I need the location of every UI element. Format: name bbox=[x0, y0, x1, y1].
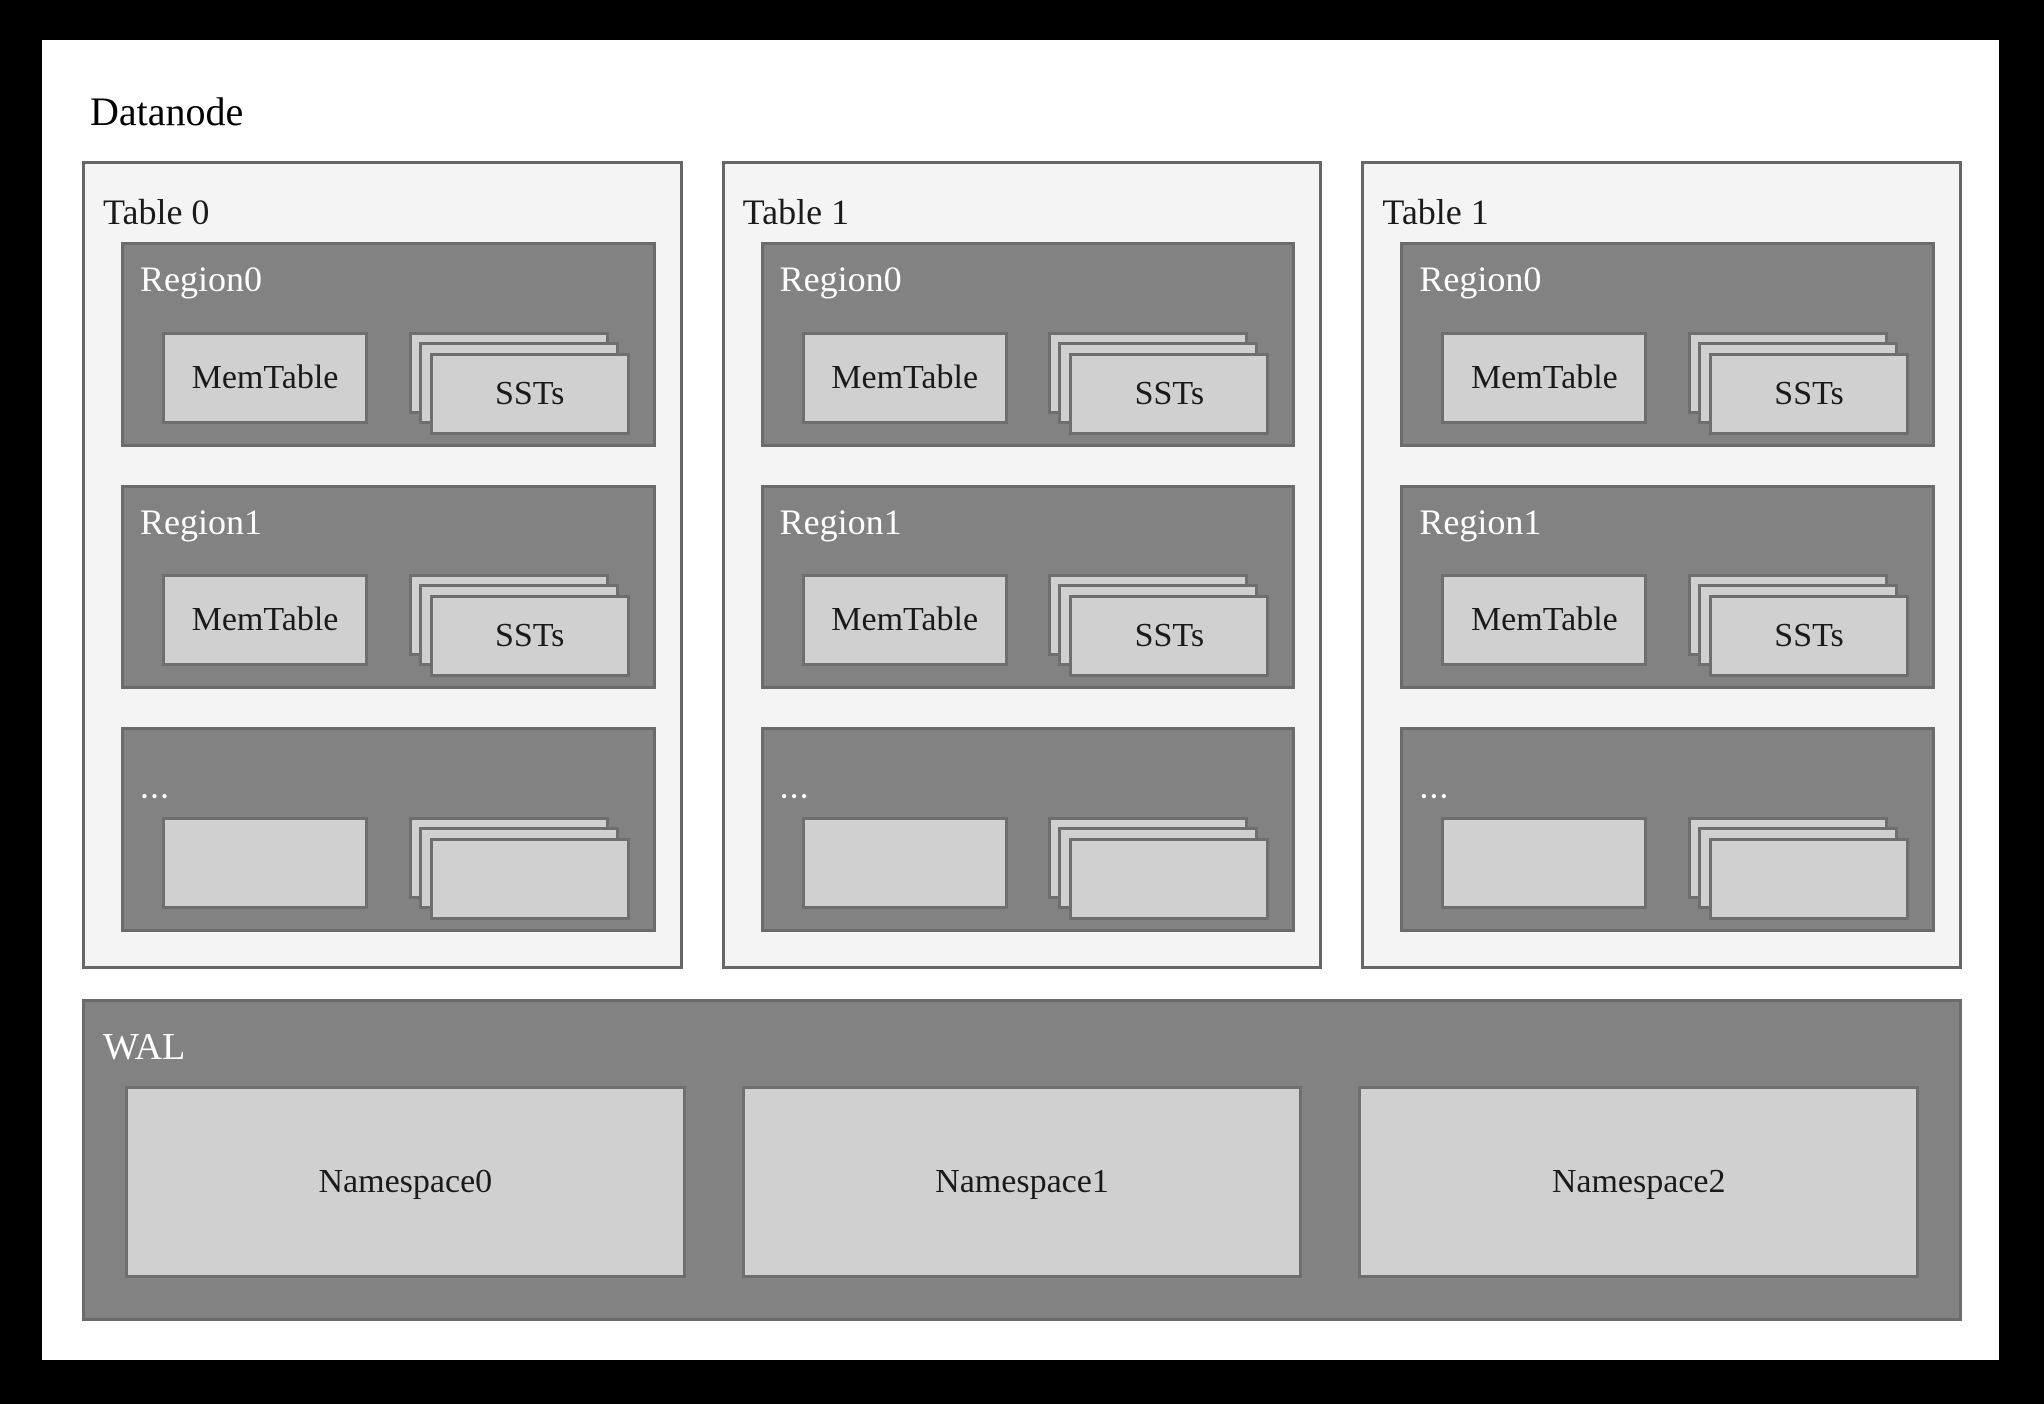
region-title: Region1 bbox=[779, 501, 902, 542]
memtable-box[interactable]: MemTable bbox=[162, 331, 368, 424]
ssts-box bbox=[1069, 838, 1270, 921]
memtable-box[interactable] bbox=[801, 817, 1008, 910]
region-title: Region0 bbox=[1419, 259, 1542, 299]
ssts-stack[interactable] bbox=[1048, 817, 1270, 921]
ssts-stack[interactable]: SSTs bbox=[1688, 331, 1910, 436]
region-title: Region1 bbox=[1419, 501, 1542, 542]
namespace-box[interactable]: Namespace0 bbox=[125, 1086, 686, 1278]
namespace-box[interactable]: Namespace2 bbox=[1358, 1086, 1920, 1278]
memtable-box[interactable] bbox=[1441, 817, 1648, 910]
region-title: Region0 bbox=[779, 259, 902, 299]
wal-title: WAL bbox=[103, 1026, 186, 1068]
region-panel-more[interactable]: ... bbox=[760, 727, 1296, 933]
memtable-box[interactable]: MemTable bbox=[1441, 574, 1648, 667]
region-ellipsis-label: ... bbox=[779, 766, 810, 807]
region-body: MemTable SSTs bbox=[801, 574, 1271, 678]
ssts-box: SSTs bbox=[1709, 595, 1910, 678]
region-body: MemTable SSTs bbox=[1441, 574, 1910, 678]
region-body: MemTable SSTs bbox=[162, 574, 631, 678]
ssts-box: SSTs bbox=[429, 595, 630, 678]
ssts-stack[interactable] bbox=[1688, 817, 1910, 921]
page-title: Datanode bbox=[90, 89, 244, 134]
memtable-box[interactable]: MemTable bbox=[801, 331, 1008, 424]
region-body: MemTable SSTs bbox=[162, 331, 631, 435]
region-ellipsis-label: ... bbox=[140, 766, 170, 807]
ssts-box: SSTs bbox=[1069, 595, 1270, 678]
ssts-box bbox=[1709, 838, 1910, 921]
region-title: Region1 bbox=[140, 501, 262, 542]
ssts-stack[interactable] bbox=[408, 817, 631, 921]
region-ellipsis-label: ... bbox=[1419, 766, 1450, 807]
ssts-stack[interactable]: SSTs bbox=[408, 331, 631, 436]
ssts-box: SSTs bbox=[1709, 352, 1910, 435]
namespaces-row: Namespace0 Namespace1 Namespace2 bbox=[125, 1086, 1920, 1278]
ssts-stack[interactable]: SSTs bbox=[1048, 331, 1270, 436]
table-title: Table 1 bbox=[1382, 192, 1489, 232]
region-body bbox=[1441, 817, 1910, 921]
ssts-box: SSTs bbox=[1069, 352, 1270, 435]
table-title: Table 0 bbox=[103, 192, 210, 232]
memtable-box[interactable]: MemTable bbox=[162, 574, 368, 667]
ssts-stack[interactable]: SSTs bbox=[1048, 574, 1270, 678]
region-panel-more[interactable]: ... bbox=[1400, 727, 1936, 933]
region-body bbox=[162, 817, 631, 921]
table-title: Table 1 bbox=[742, 192, 850, 232]
memtable-box[interactable]: MemTable bbox=[1441, 331, 1648, 424]
region-title: Region0 bbox=[140, 259, 262, 299]
region-body: MemTable SSTs bbox=[1441, 331, 1910, 435]
wal-panel: WAL Namespace0 Namespace1 Namespace2 bbox=[82, 999, 1962, 1321]
region-body bbox=[801, 817, 1271, 921]
ssts-box: SSTs bbox=[429, 352, 630, 435]
namespace-box[interactable]: Namespace1 bbox=[741, 1086, 1303, 1278]
ssts-stack[interactable]: SSTs bbox=[1688, 574, 1910, 678]
region-body: MemTable SSTs bbox=[801, 331, 1271, 435]
ssts-box bbox=[429, 838, 630, 921]
ssts-stack[interactable]: SSTs bbox=[408, 574, 631, 678]
memtable-box[interactable] bbox=[162, 817, 368, 910]
region-panel-more[interactable]: ... bbox=[121, 727, 656, 933]
memtable-box[interactable]: MemTable bbox=[801, 574, 1008, 667]
